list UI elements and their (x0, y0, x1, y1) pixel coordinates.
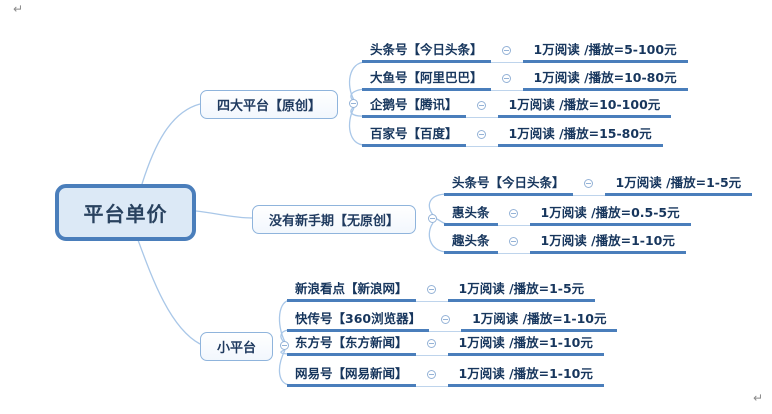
collapse-minus-icon[interactable] (427, 285, 437, 294)
minus-glyph (430, 218, 435, 219)
topic-node[interactable]: 企鹅号【腾讯】 (362, 95, 466, 118)
connector-gap (429, 310, 462, 332)
topic-node[interactable]: 快传号【360浏览器】 (287, 309, 430, 332)
value-node[interactable]: 1万阅读 /播放=10-100元 (497, 95, 672, 118)
minus-glyph (479, 134, 485, 135)
collapse-minus-icon[interactable] (440, 315, 450, 324)
leaf-row: 趣头条 1万阅读 /播放=1-10元 (444, 232, 686, 254)
value-node[interactable]: 1万阅读 /播放=1-10元 (447, 364, 604, 387)
paragraph-mark-icon: ↵ (753, 391, 764, 405)
topic-node[interactable]: 新浪看点【新浪网】 (287, 279, 416, 302)
value-node[interactable]: 1万阅读 /播放=1-10元 (461, 309, 618, 332)
topic-node[interactable]: 趣头条 (444, 231, 498, 254)
leaf-row: 头条号【今日头条】 1万阅读 /播放=1-5元 (444, 173, 753, 196)
topic-node[interactable]: 惠头条 (444, 203, 498, 226)
collapse-minus-icon[interactable] (502, 46, 512, 55)
minus-glyph (282, 345, 287, 346)
collapse-minus-icon[interactable] (509, 209, 519, 218)
branch-small-platforms[interactable]: 小平台 (200, 332, 274, 361)
leaf-row: 大鱼号【阿里巴巴】 1万阅读 /播放=10-80元 (362, 69, 688, 91)
value-node[interactable]: 1万阅读 /播放=1-5元 (604, 173, 753, 196)
minus-glyph (429, 374, 435, 375)
value-node[interactable]: 1万阅读 /播放=5-100元 (522, 40, 688, 63)
collapse-minus-icon[interactable] (509, 237, 519, 246)
collapse-minus-icon[interactable] (477, 130, 487, 139)
minus-glyph (479, 105, 485, 106)
root-topic-platform-unit-price[interactable]: 平台单价 (55, 184, 196, 241)
value-node[interactable]: 1万阅读 /播放=1-10元 (447, 333, 604, 356)
minus-glyph (586, 183, 592, 184)
branch-no-novice-period[interactable]: 没有新手期【无原创】 (252, 205, 417, 234)
minus-glyph (429, 289, 435, 290)
paragraph-mark-icon: ↵ (13, 2, 24, 16)
connector-gap (572, 174, 605, 196)
topic-node[interactable]: 大鱼号【阿里巴巴】 (362, 68, 491, 91)
minus-glyph (511, 241, 517, 242)
collapse-minus-icon[interactable] (349, 99, 358, 108)
value-node[interactable]: 1万阅读 /播放=15-80元 (497, 124, 663, 147)
connector-gap (490, 69, 523, 91)
leaf-row: 百家号【百度】 1万阅读 /播放=15-80元 (362, 125, 663, 147)
connector-gap (490, 41, 523, 63)
collapse-minus-icon[interactable] (502, 74, 512, 83)
collapse-minus-icon[interactable] (280, 341, 289, 350)
connector-gap (465, 96, 498, 118)
topic-node[interactable]: 头条号【今日头条】 (444, 173, 573, 196)
connector-gap (497, 204, 530, 226)
value-node[interactable]: 1万阅读 /播放=1-5元 (447, 279, 596, 302)
connector-gap (415, 280, 448, 302)
collapse-minus-icon[interactable] (427, 370, 437, 379)
minus-glyph (429, 343, 435, 344)
value-node[interactable]: 1万阅读 /播放=10-80元 (522, 68, 688, 91)
collapse-minus-icon[interactable] (477, 101, 487, 110)
value-node[interactable]: 1万阅读 /播放=1-10元 (529, 231, 686, 254)
connector-gap (415, 334, 448, 356)
connector-gap (497, 232, 530, 254)
minus-glyph (442, 319, 448, 320)
topic-node[interactable]: 东方号【东方新闻】 (287, 333, 416, 356)
connector-gap (415, 365, 448, 387)
branch-four-major-platforms[interactable]: 四大平台【原创】 (200, 90, 339, 119)
minus-glyph (504, 50, 510, 51)
leaf-row: 快传号【360浏览器】 1万阅读 /播放=1-10元 (287, 309, 618, 332)
leaf-row: 新浪看点【新浪网】 1万阅读 /播放=1-5元 (287, 279, 596, 302)
value-node[interactable]: 1万阅读 /播放=0.5-5元 (529, 203, 691, 226)
collapse-minus-icon[interactable] (428, 214, 437, 223)
topic-node[interactable]: 头条号【今日头条】 (362, 40, 491, 63)
minus-glyph (504, 78, 510, 79)
leaf-row: 头条号【今日头条】 1万阅读 /播放=5-100元 (362, 41, 688, 63)
leaf-row: 企鹅号【腾讯】 1万阅读 /播放=10-100元 (362, 95, 672, 118)
collapse-minus-icon[interactable] (427, 339, 437, 348)
minus-glyph (511, 213, 517, 214)
leaf-row: 惠头条 1万阅读 /播放=0.5-5元 (444, 204, 691, 226)
topic-node[interactable]: 网易号【网易新闻】 (287, 364, 416, 387)
minus-glyph (351, 103, 356, 104)
connector-gap (465, 125, 498, 147)
leaf-row: 东方号【东方新闻】 1万阅读 /播放=1-10元 (287, 334, 604, 356)
leaf-row: 网易号【网易新闻】 1万阅读 /播放=1-10元 (287, 365, 604, 387)
collapse-minus-icon[interactable] (584, 179, 594, 188)
topic-node[interactable]: 百家号【百度】 (362, 124, 466, 147)
